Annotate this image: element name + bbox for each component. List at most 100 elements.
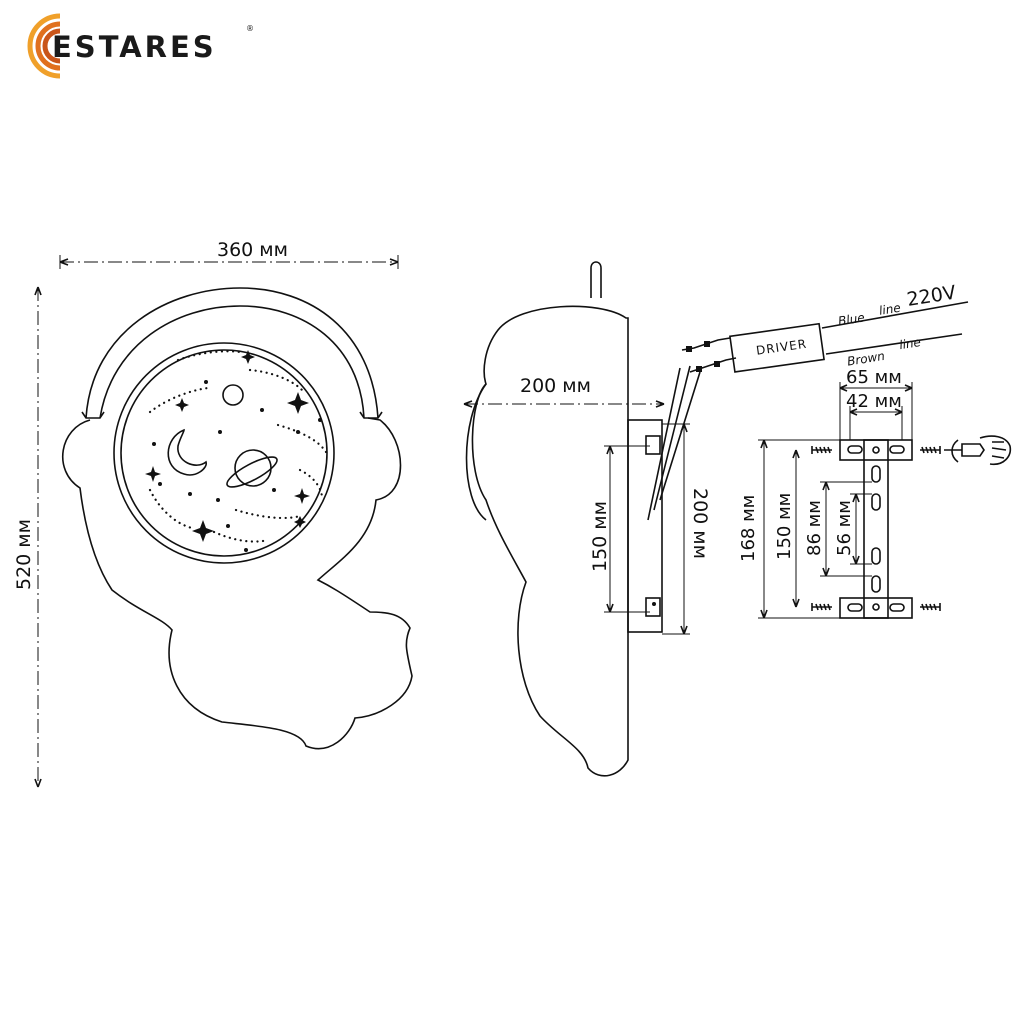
depth-arrows: [463, 400, 665, 408]
star-icon: [241, 350, 255, 364]
connector-block: [686, 346, 692, 352]
screw-icon: [811, 446, 832, 454]
screw-icon: [811, 603, 832, 611]
star-icon: [294, 488, 310, 504]
width-label: 360 мм: [217, 239, 288, 261]
star-dot: [204, 380, 208, 384]
upper-mount-tab: [645, 435, 661, 455]
slot-hole: [889, 445, 905, 454]
star-icon: [192, 520, 214, 542]
vertical-slot: [871, 547, 881, 565]
brown-wire-line: [825, 333, 963, 355]
plate-arrows: [680, 423, 688, 635]
hole-spacing-label: 150 мм: [774, 493, 795, 560]
lower-mount-tab: [645, 597, 661, 617]
front-view: 360 мм 520 мм: [13, 239, 413, 788]
slot-inner-label: 56 мм: [834, 500, 855, 556]
star-icons: [145, 350, 322, 552]
star-trail: [148, 386, 210, 414]
star-trail: [276, 423, 328, 454]
bottom-cross-bar: [839, 597, 913, 619]
side-view: 200 мм 150 мм 200 мм: [463, 261, 711, 777]
star-trail: [298, 468, 324, 500]
astronaut-body-outline: [62, 417, 413, 750]
star-trail: [212, 530, 270, 543]
brand-name: ESTARES: [52, 30, 217, 64]
bracket-arrows: [606, 445, 614, 613]
moon-icon: [167, 428, 207, 476]
visor-bulge: [465, 383, 487, 521]
star-dot: [318, 418, 322, 422]
star-icon: [287, 392, 309, 414]
vertical-slot: [871, 465, 881, 483]
width-arrows: [59, 258, 399, 266]
star-dot: [188, 492, 192, 496]
slot-span-label: 86 мм: [804, 500, 825, 556]
star-icon: [294, 516, 306, 528]
wire-3: [659, 371, 701, 501]
brand-logo: ESTARES ®: [27, 13, 254, 79]
driver-label: DRIVER: [755, 337, 808, 358]
height-label: 520 мм: [13, 519, 35, 590]
depth-label: 200 мм: [520, 375, 591, 397]
inner-width-label: 42 мм: [846, 391, 902, 412]
registered-mark: ®: [246, 24, 254, 33]
star-dot: [158, 482, 162, 486]
slot-inner-arrows: [852, 493, 860, 565]
star-icon: [145, 466, 161, 482]
logo-arc-icon: [27, 13, 61, 79]
connector-block: [696, 366, 702, 372]
height-arrows: [34, 286, 42, 788]
star-dot: [296, 430, 300, 434]
connector-block: [714, 361, 720, 367]
outer-width-arrows: [839, 384, 913, 392]
driver-box: DRIVER: [729, 322, 825, 373]
total-height-label: 168 мм: [738, 495, 759, 562]
wall-plate: [627, 419, 663, 633]
blue-wire-label: Blue: [837, 310, 865, 328]
slot-span-arrows: [822, 481, 830, 577]
center-hole: [872, 446, 880, 454]
star-dot: [216, 498, 220, 502]
mount-screw: [652, 602, 656, 606]
band-clip-left: [81, 411, 105, 419]
band-clip-right: [359, 411, 383, 419]
star-dot: [152, 442, 156, 446]
star-trail: [234, 508, 302, 520]
helmet-band-outer: [85, 287, 379, 419]
plate-height-label: 200 мм: [689, 488, 711, 559]
screw-icon: [920, 603, 941, 611]
blue-wire-line: [821, 301, 969, 329]
wire-1: [647, 367, 681, 521]
slot-hole: [889, 603, 905, 612]
visor-inner-ring: [120, 349, 328, 557]
total-height-arrows: [760, 439, 768, 619]
brown-line-label: line: [898, 335, 922, 352]
hole-spacing-arrows: [792, 449, 800, 608]
center-hole: [872, 603, 880, 611]
star-icon: [175, 398, 189, 412]
wire-2: [653, 365, 691, 511]
slot-hole: [847, 603, 863, 612]
visor-outer-ring: [113, 342, 335, 564]
screw-icon: [920, 446, 941, 454]
saturn-icon: [226, 449, 278, 488]
wiring-diagram: DRIVER Blue line 220V Brown line: [681, 282, 969, 373]
top-pin: [590, 261, 602, 298]
star-trail: [148, 488, 194, 530]
star-dot: [260, 408, 264, 412]
outer-width-label: 65 мм: [846, 367, 902, 388]
bracket-height-label: 150 мм: [589, 501, 611, 572]
vertical-slot: [871, 575, 881, 593]
connector-block: [704, 341, 710, 347]
star-trail: [176, 350, 242, 362]
voltage-label: 220V: [905, 282, 957, 311]
blue-line-label: line: [878, 301, 902, 318]
star-trail: [248, 368, 304, 392]
vertical-slot: [871, 493, 881, 511]
mounting-plate-detail: 65 мм 42 мм: [738, 367, 1012, 619]
star-dot: [272, 488, 276, 492]
small-planet-icon: [222, 384, 244, 406]
inner-width-arrows: [849, 408, 903, 416]
star-dot: [218, 430, 222, 434]
